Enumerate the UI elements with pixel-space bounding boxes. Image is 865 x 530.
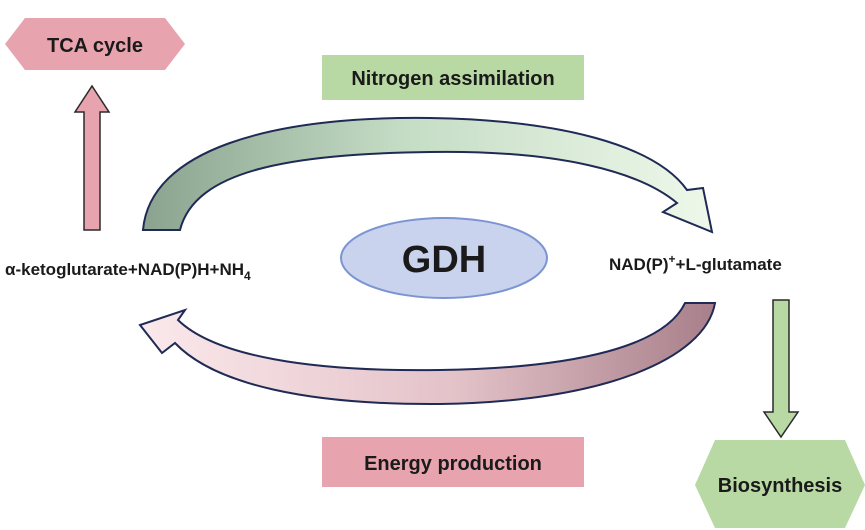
gdh-ellipse bbox=[340, 217, 548, 299]
right-compound-superscript: + bbox=[669, 252, 676, 266]
top-curved-arrow bbox=[141, 116, 714, 234]
tca-cycle-label: TCA cycle bbox=[47, 35, 143, 57]
biosynthesis-label: Biosynthesis bbox=[718, 475, 842, 497]
gdh-label: GDH bbox=[402, 239, 486, 281]
energy-production-box bbox=[322, 437, 584, 487]
right-compound-part-a: NAD(P) bbox=[609, 255, 669, 274]
arrow-to-tca bbox=[73, 84, 111, 231]
right-compound-label: NAD(P)++L-glutamate bbox=[609, 252, 782, 274]
tca-cycle-hexagon bbox=[5, 18, 185, 70]
energy-production-label: Energy production bbox=[364, 453, 542, 475]
bottom-curved-arrow bbox=[138, 302, 717, 406]
right-compound-part-b: +L-glutamate bbox=[676, 255, 782, 274]
left-compound-subscript: 4 bbox=[244, 269, 251, 283]
left-compound-label: α-ketoglutarate+NAD(P)H+NH4 bbox=[5, 260, 251, 283]
arrow-to-biosynthesis bbox=[762, 299, 800, 439]
nitrogen-assimilation-box bbox=[322, 55, 584, 100]
nitrogen-assimilation-label: Nitrogen assimilation bbox=[351, 68, 554, 90]
left-compound-main: α-ketoglutarate+NAD(P)H+NH bbox=[5, 260, 244, 279]
biosynthesis-hexagon bbox=[695, 440, 865, 528]
